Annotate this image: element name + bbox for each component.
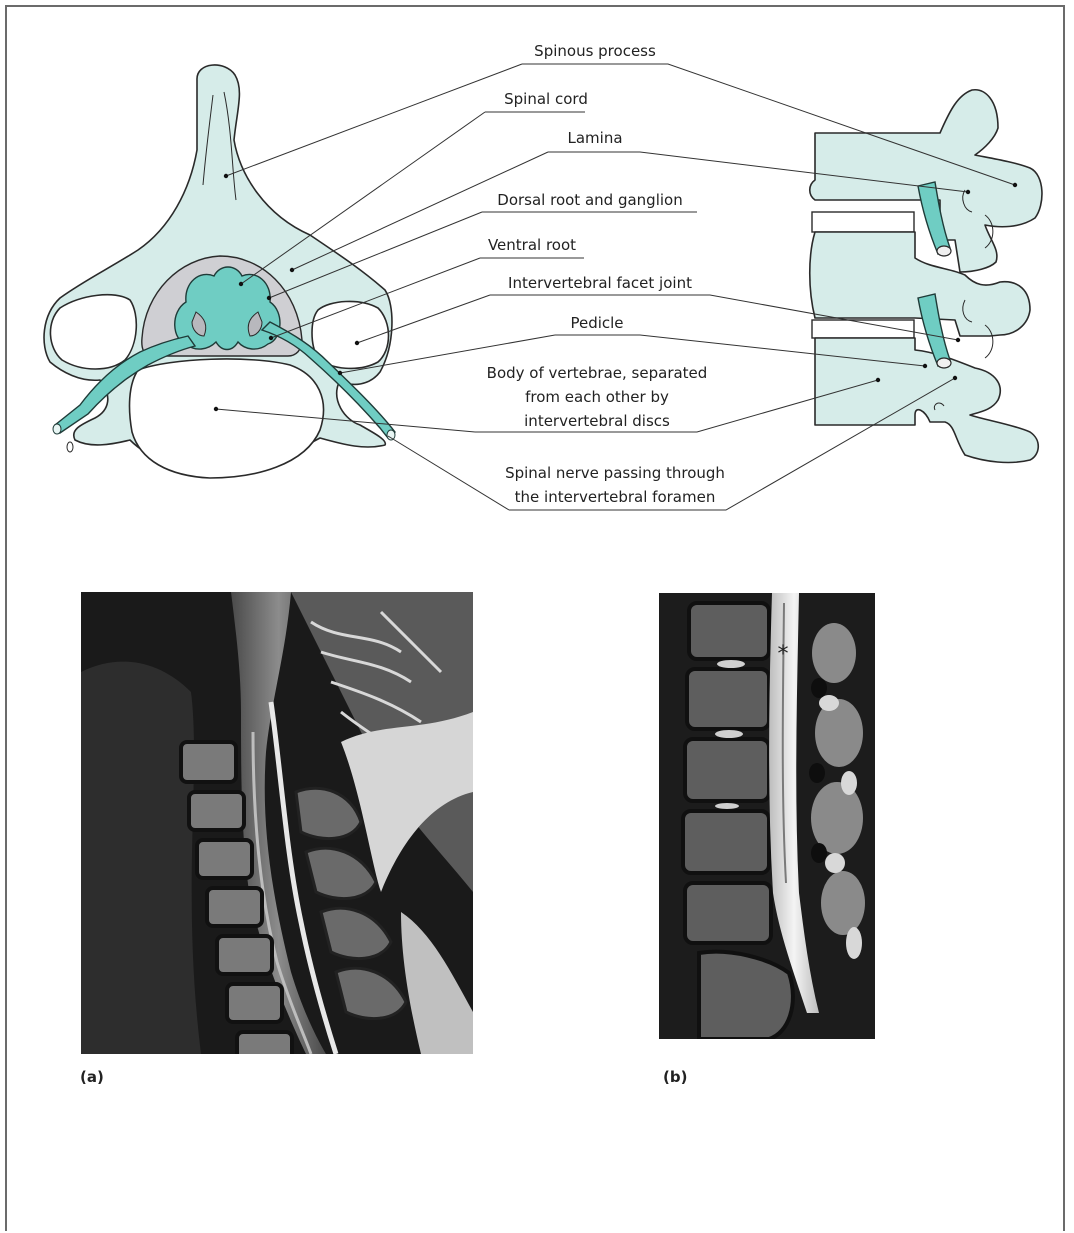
label-lamina: Lamina <box>567 129 622 147</box>
label-nerve-line1: Spinal nerve passing through <box>505 464 725 482</box>
label-nerve-line2: the intervertebral foramen <box>515 488 716 506</box>
label-pedicle: Pedicle <box>570 314 623 332</box>
label-body-line3: intervertebral discs <box>524 412 670 430</box>
label-body-line2: from each other by <box>525 388 669 406</box>
panel-b-caption: (b) <box>663 1068 687 1086</box>
mri-asterisk-marker: * <box>778 642 789 667</box>
panel-a-caption: (a) <box>80 1068 104 1086</box>
vertebra-diagram: Spinous process Spinal cord Lamina Dorsa… <box>0 0 1074 540</box>
label-spinous-process: Spinous process <box>534 42 656 60</box>
label-facet-joint: Intervertebral facet joint <box>508 274 692 292</box>
label-body-line1: Body of vertebrae, separated <box>487 364 708 382</box>
lateral-spine-illustration <box>810 90 1042 463</box>
mri-lumbar-image: * <box>659 593 875 1039</box>
axial-vertebra-illustration <box>44 65 395 478</box>
label-ventral-root: Ventral root <box>488 236 576 254</box>
label-dorsal-root: Dorsal root and ganglion <box>497 191 682 209</box>
label-spinal-cord: Spinal cord <box>504 90 588 108</box>
mri-cervical-image <box>81 592 473 1054</box>
